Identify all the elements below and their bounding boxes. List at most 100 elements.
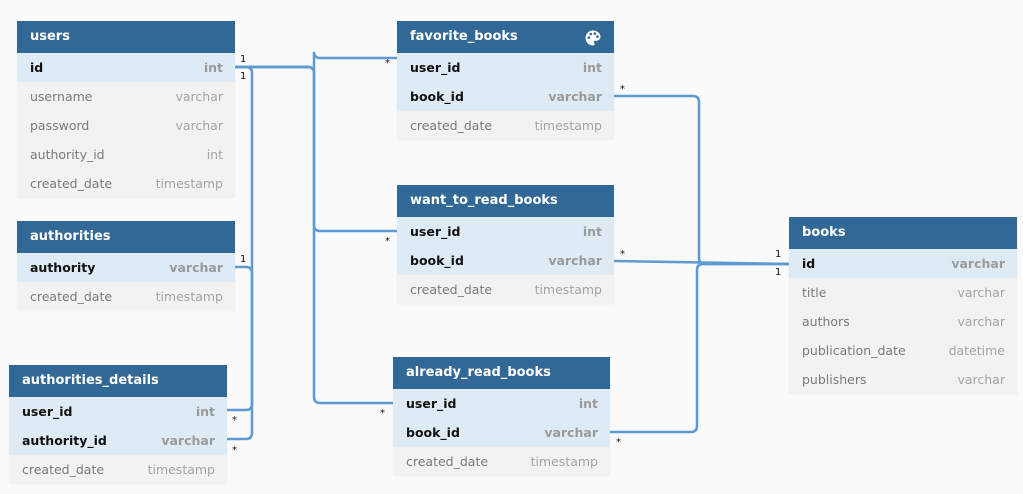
field-type: int: [203, 60, 223, 75]
table-header[interactable]: want_to_read_books: [397, 185, 614, 217]
field-name: created_date: [410, 118, 493, 133]
field-row[interactable]: authority varchar: [17, 253, 235, 282]
field-type: varchar: [548, 253, 602, 268]
relationship-line[interactable]: [614, 94, 789, 266]
relationship-line[interactable]: [610, 262, 789, 434]
table-name: books: [802, 225, 846, 240]
field-type: varchar: [957, 285, 1005, 300]
cardinality-many-label: *: [385, 236, 390, 247]
field-row[interactable]: authority_id int: [17, 140, 235, 169]
field-row[interactable]: created_date timestamp: [397, 275, 614, 304]
field-name: created_date: [22, 462, 105, 477]
field-type: varchar: [175, 118, 223, 133]
field-name: authority_id: [22, 433, 107, 448]
field-type: int: [206, 147, 223, 162]
field-name: publishers: [802, 372, 867, 387]
palette-icon[interactable]: [584, 28, 602, 60]
field-name: authors: [802, 314, 850, 329]
field-name: id: [802, 256, 816, 271]
table-name: authorities: [30, 229, 111, 244]
table-header[interactable]: already_read_books: [393, 357, 610, 389]
field-type: timestamp: [147, 462, 215, 477]
table-header[interactable]: authorities: [17, 221, 235, 253]
table-name: already_read_books: [406, 365, 551, 380]
cardinality-many-label: *: [620, 84, 625, 95]
field-name: book_id: [406, 425, 460, 440]
field-name: user_id: [22, 404, 73, 419]
field-name: id: [30, 60, 44, 75]
field-row[interactable]: authors varchar: [789, 307, 1017, 336]
field-name: authority_id: [30, 147, 105, 162]
cardinality-many-label: *: [616, 437, 621, 448]
field-type: varchar: [951, 256, 1005, 271]
relationship-line[interactable]: [235, 51, 397, 74]
field-type: varchar: [957, 372, 1005, 387]
table-header[interactable]: favorite_books: [397, 21, 614, 53]
cardinality-one-label: 1: [775, 249, 782, 260]
field-row[interactable]: publishers varchar: [789, 365, 1017, 394]
relationship-line[interactable]: [613, 259, 790, 266]
field-name: book_id: [410, 89, 464, 104]
field-type: varchar: [544, 425, 598, 440]
field-row[interactable]: created_date timestamp: [393, 447, 610, 476]
table-header[interactable]: users: [17, 21, 235, 53]
field-row[interactable]: user_id int: [397, 217, 614, 246]
field-name: created_date: [406, 454, 489, 469]
field-row[interactable]: id varchar: [789, 249, 1017, 278]
field-row[interactable]: created_date timestamp: [17, 169, 235, 198]
table-name: users: [30, 29, 70, 44]
field-type: timestamp: [534, 282, 602, 297]
cardinality-one-label: 1: [240, 54, 247, 65]
field-name: user_id: [406, 396, 457, 411]
field-row[interactable]: created_date timestamp: [9, 455, 227, 484]
field-type: int: [582, 224, 602, 239]
field-name: created_date: [30, 289, 113, 304]
field-type: timestamp: [530, 454, 598, 469]
table-authorities[interactable]: authorities authority varchar created_date t…: [17, 221, 235, 311]
field-name: user_id: [410, 224, 461, 239]
field-type: varchar: [169, 260, 223, 275]
cardinality-many-label: *: [380, 408, 385, 419]
cardinality-many-label: *: [385, 58, 390, 69]
table-books[interactable]: books id varchar title varchar authors varchar…: [789, 217, 1017, 394]
table-header[interactable]: authorities_details: [9, 365, 227, 397]
field-type: timestamp: [155, 176, 223, 191]
cardinality-one-label: 1: [775, 267, 782, 278]
table-name: want_to_read_books: [410, 193, 558, 208]
field-row[interactable]: user_id int: [397, 53, 614, 82]
field-row[interactable]: book_id varchar: [393, 418, 610, 447]
field-name: user_id: [410, 60, 461, 75]
cardinality-many-label: *: [232, 445, 237, 456]
cardinality-many-label: *: [232, 415, 237, 426]
field-row[interactable]: created_date timestamp: [17, 282, 235, 311]
table-name: favorite_books: [410, 29, 518, 44]
field-type: varchar: [957, 314, 1005, 329]
field-name: title: [802, 285, 827, 300]
field-name: created_date: [30, 176, 113, 191]
field-row[interactable]: title varchar: [789, 278, 1017, 307]
table-name: authorities_details: [22, 373, 159, 388]
field-name: created_date: [410, 282, 493, 297]
field-name: authority: [30, 260, 96, 275]
field-row[interactable]: id int: [17, 53, 235, 82]
relationship-line[interactable]: [235, 65, 393, 405]
table-header[interactable]: books: [789, 217, 1017, 249]
relationship-line[interactable]: [235, 65, 397, 233]
field-type: int: [582, 60, 602, 75]
field-name: publication_date: [802, 343, 906, 358]
field-type: timestamp: [155, 289, 223, 304]
